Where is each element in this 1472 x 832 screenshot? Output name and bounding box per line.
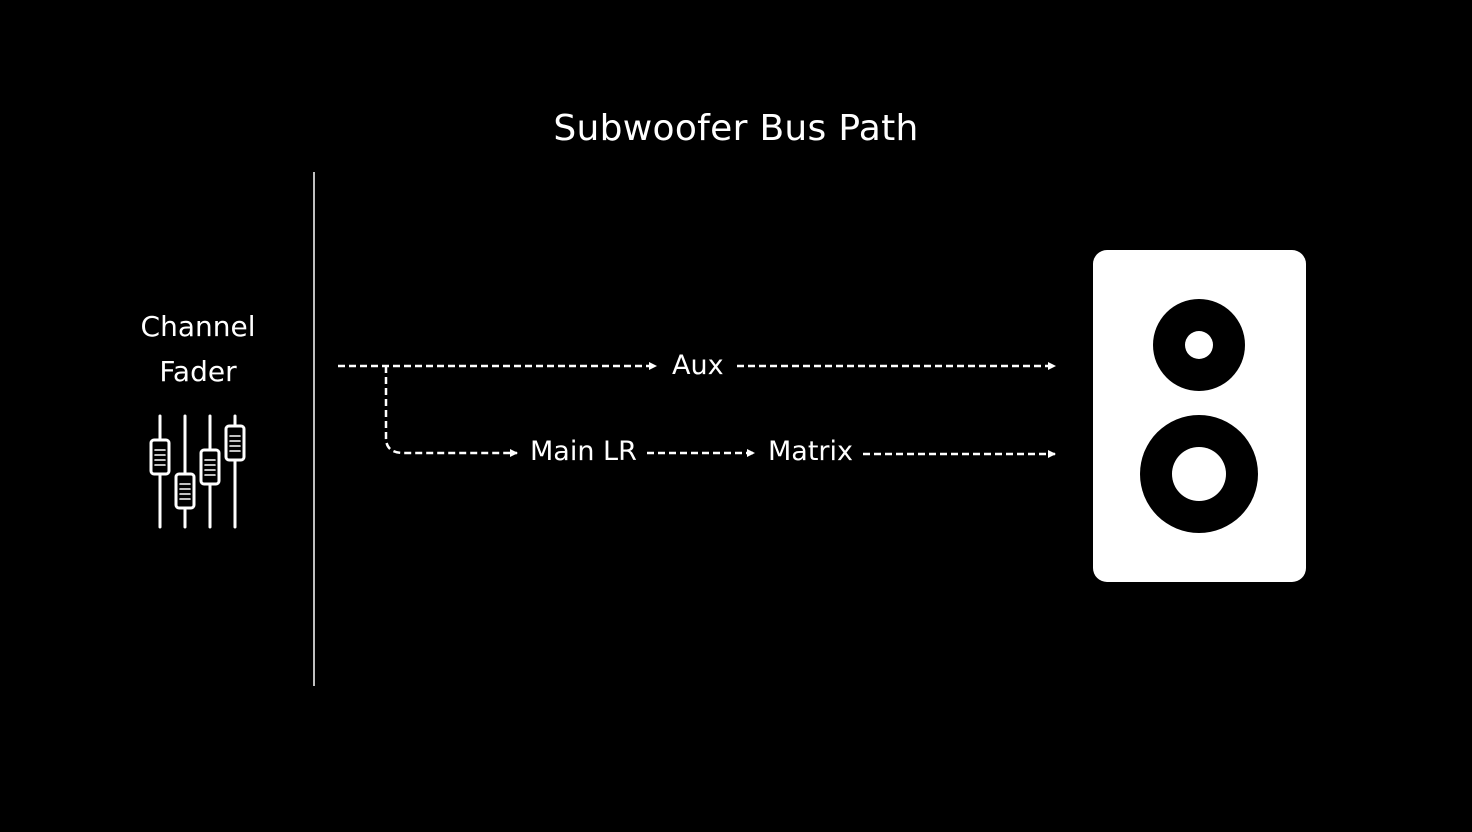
channel-fader-label-line1: Channel	[140, 310, 256, 343]
channel-fader-label: Channel Fader	[118, 304, 278, 394]
diagram-title: Subwoofer Bus Path	[553, 108, 919, 149]
speaker-icon	[1093, 250, 1306, 582]
channel-fader-label-line2: Fader	[159, 355, 237, 388]
main-lr-node-label: Main LR	[530, 436, 637, 467]
matrix-node-label: Matrix	[768, 436, 854, 467]
path-branch-to-main-lr	[384, 366, 518, 457]
mixer-faders-icon	[149, 414, 246, 529]
aux-node-label: Aux	[672, 350, 724, 381]
